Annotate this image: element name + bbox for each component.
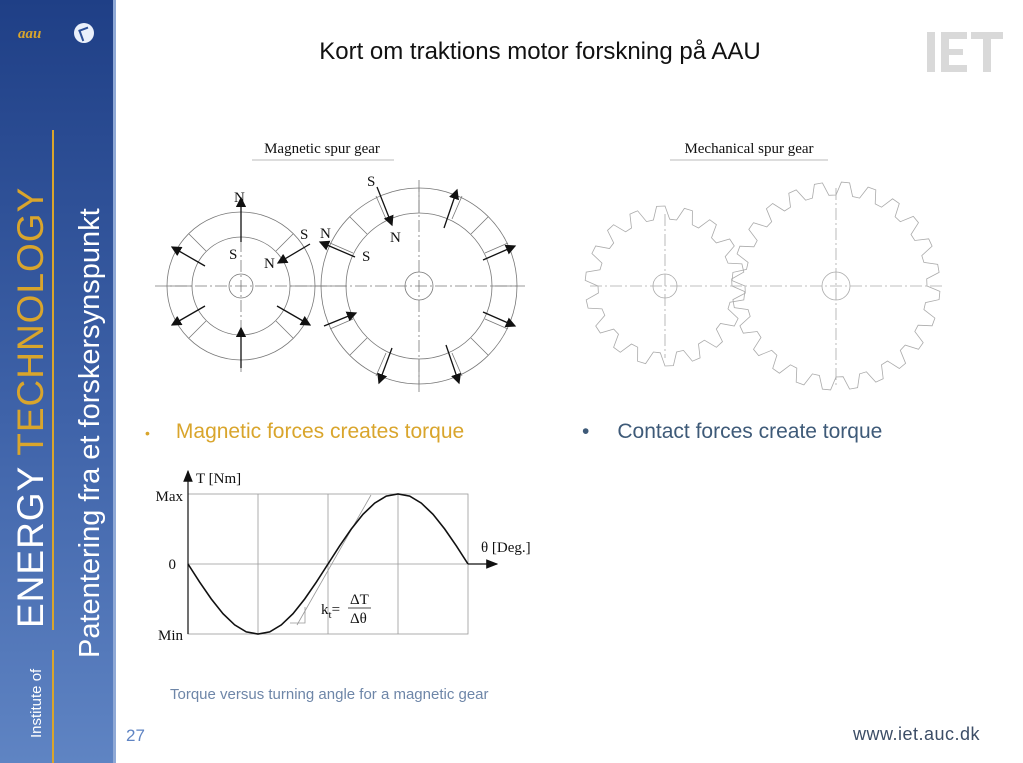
magnet-arrows xyxy=(172,187,515,383)
pole-label: N xyxy=(264,256,275,272)
pole-labels: N S S N N S S N xyxy=(229,174,401,272)
website-url: www.iet.auc.dk xyxy=(853,724,980,745)
x-axis-label: θ [Deg.] xyxy=(481,540,531,556)
magnetic-gear-caption: Magnetic spur gear xyxy=(264,141,380,157)
pole-label: S xyxy=(362,249,370,265)
bullet-mark: • xyxy=(145,425,150,441)
large-magnetic-gear xyxy=(315,180,525,392)
institute-of-label: Institute of xyxy=(28,669,45,738)
pole-label: N xyxy=(390,230,401,246)
page-number: 27 xyxy=(126,726,145,746)
iet-logo-icon xyxy=(927,32,1003,72)
sidebar: aau Institute of ENERGY TECHNOLOGY Paten… xyxy=(0,0,116,763)
aau-logo-text: aau xyxy=(18,26,41,43)
y-zero-label: 0 xyxy=(169,557,177,573)
bullet-contact-text: Contact forces create torque xyxy=(617,420,882,443)
aau-logo: aau xyxy=(18,26,98,48)
bullet-magnetic: • Magnetic forces creates torque xyxy=(145,420,464,444)
bullet-mark: • xyxy=(582,420,589,443)
slide-title: Kort om traktions motor forskning på AAU xyxy=(160,38,920,66)
kt-formula: kt= xyxy=(321,602,340,621)
pole-label: S xyxy=(229,247,237,263)
kt-numerator: ΔT xyxy=(350,592,369,608)
gear-diagram: Magnetic spur gear Mechanical spur gear xyxy=(150,130,950,395)
bullet-magnetic-text: Magnetic forces creates torque xyxy=(176,420,464,443)
y-min-label: Min xyxy=(158,628,184,644)
pole-label: S xyxy=(300,227,308,243)
sidebar-divider-lower xyxy=(52,650,54,763)
sidebar-divider xyxy=(52,130,54,630)
energy-technology-title: ENERGY TECHNOLOGY xyxy=(10,187,52,628)
torque-graph: T [Nm] θ [Deg.] Max 0 Min kt= ΔT Δθ xyxy=(145,465,555,650)
mechanical-gear-caption: Mechanical spur gear xyxy=(684,141,813,157)
technology-word: TECHNOLOGY xyxy=(10,187,51,456)
sidebar-subtitle: Patentering fra et forskersynspunkt xyxy=(74,208,107,658)
kt-eq: = xyxy=(332,602,340,618)
energy-word: ENERGY xyxy=(10,466,51,628)
y-max-label: Max xyxy=(156,489,184,505)
kt-denominator: Δθ xyxy=(350,611,367,627)
y-axis-label: T [Nm] xyxy=(196,471,241,487)
pole-label: S xyxy=(367,174,375,190)
aau-emblem-icon xyxy=(74,23,94,43)
graph-caption: Torque versus turning angle for a magnet… xyxy=(170,685,550,705)
pole-label: N xyxy=(234,190,245,206)
small-magnetic-gear xyxy=(155,200,325,372)
bullet-contact: • Contact forces create torque xyxy=(582,420,882,444)
pole-label: N xyxy=(320,226,331,242)
